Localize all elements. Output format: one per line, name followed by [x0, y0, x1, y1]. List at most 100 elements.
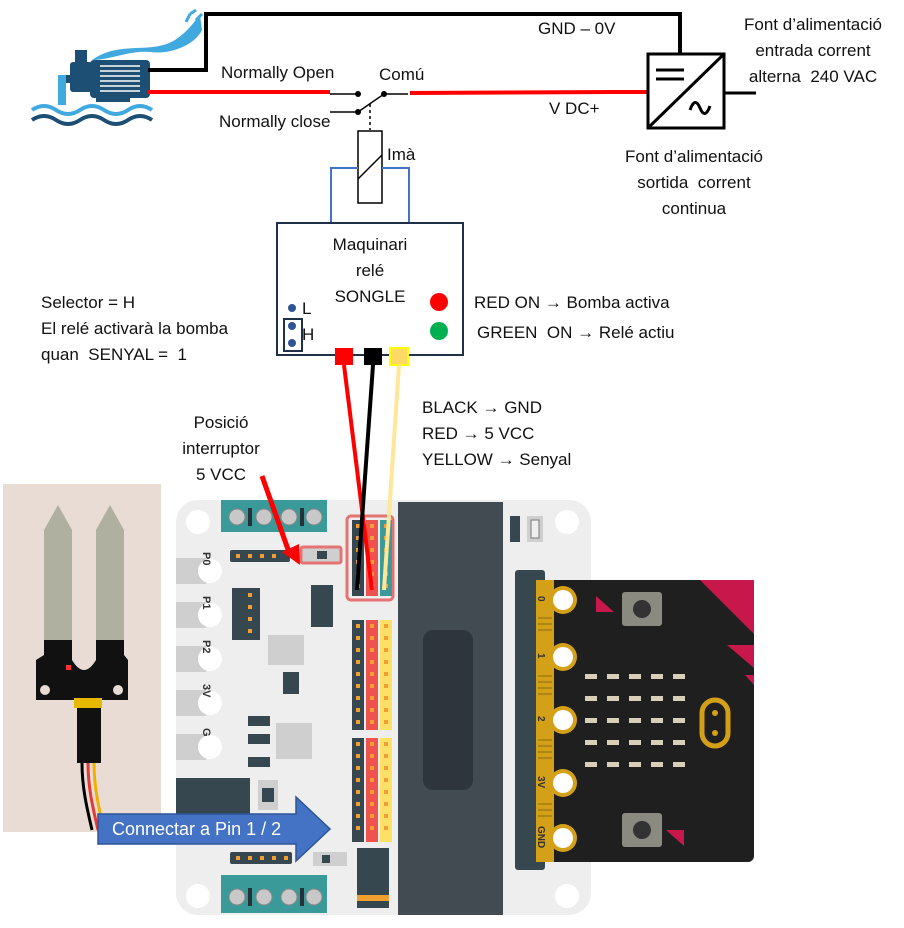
- header-pin: [384, 708, 388, 712]
- power-input-line: alterna 240 VAC: [748, 67, 878, 86]
- header-pin: [370, 766, 374, 770]
- header-pin: [356, 660, 360, 664]
- header-pin: [356, 720, 360, 724]
- header-pin: [384, 696, 388, 700]
- vdc-red-wire: [409, 90, 613, 95]
- soil-moisture-sensor-photo: [3, 484, 161, 832]
- gnd-label: GND – 0V: [538, 19, 616, 38]
- led-matrix-cell: [607, 674, 619, 679]
- header-pin: [356, 754, 360, 758]
- power-output-line: sortida corrent: [637, 173, 751, 192]
- led-matrix-cell: [607, 762, 619, 767]
- header-pin: [370, 636, 374, 640]
- header-pin: [356, 684, 360, 688]
- header-pin: [384, 672, 388, 676]
- power-input-label: Font d’alimentació entrada corrent alter…: [728, 12, 898, 90]
- selector-pin-h2: [288, 339, 296, 347]
- relay-connector-black: [364, 348, 382, 365]
- wire-red: [342, 364, 374, 591]
- relay-module-line: Maquinari: [332, 235, 408, 254]
- vdc-label: V DC+: [549, 99, 600, 118]
- led-matrix-cell: [651, 696, 663, 701]
- header-pin: [370, 826, 374, 830]
- header-pin: [370, 548, 374, 552]
- relay-module-label: Maquinari relé SONGLE: [300, 232, 440, 310]
- header-pin: [384, 766, 388, 770]
- header-pin: [356, 524, 360, 528]
- led-matrix-cell: [585, 696, 597, 701]
- microbit: [536, 580, 754, 862]
- led-matrix-cell: [585, 718, 597, 723]
- header-pin: [370, 648, 374, 652]
- header-pin: [356, 814, 360, 818]
- header-pin: [356, 802, 360, 806]
- header-pin: [356, 790, 360, 794]
- selector-note-line: Selector = H: [41, 293, 136, 312]
- header-pin: [356, 536, 360, 540]
- header-pin: [384, 524, 388, 528]
- servo-header-highlight: [345, 514, 395, 602]
- header-pin: [384, 684, 388, 688]
- led-matrix-cell: [651, 674, 663, 679]
- normally-open-label: Normally Open: [221, 63, 335, 82]
- mb-edge-label-gnd: GND: [535, 826, 546, 848]
- pin-label-p1: P1: [200, 596, 212, 609]
- led-matrix-cell: [629, 718, 641, 723]
- relay-module-line: relé: [355, 261, 385, 280]
- power-output-line: Font d’alimentació: [625, 147, 763, 166]
- header-pin: [384, 754, 388, 758]
- header-pin: [370, 754, 374, 758]
- mb-edge-label-0: 0: [535, 596, 546, 602]
- header-pin: [356, 636, 360, 640]
- header-pin: [370, 720, 374, 724]
- mb-edge-label-1: 1: [535, 653, 546, 659]
- led-matrix-cell: [585, 762, 597, 767]
- led-red: [430, 293, 448, 311]
- selector-note-line: quan SENYAL = 1: [41, 345, 188, 364]
- led-matrix-cell: [629, 762, 641, 767]
- switch-note: Posició interruptor 5 VCC: [166, 410, 276, 488]
- switch-note-line: Posició: [193, 413, 249, 432]
- selector-note-line: El relé activarà la bomba: [41, 319, 229, 338]
- power-output-label: Font d’alimentació sortida corrent conti…: [604, 144, 784, 222]
- header-pin: [356, 624, 360, 628]
- selector-high-label: H: [302, 325, 315, 344]
- header-pin: [370, 814, 374, 818]
- header-pin: [370, 536, 374, 540]
- led-matrix-cell: [673, 740, 685, 745]
- wire-black: [355, 364, 375, 591]
- relay-switch-blade: [357, 93, 385, 113]
- water-pump-icon: [30, 8, 204, 126]
- header-pin: [384, 778, 388, 782]
- mb-edge-label-3v: 3V: [535, 776, 546, 789]
- selector-note: Selector = H El relé activarà la bomba q…: [41, 290, 228, 368]
- led-matrix-cell: [629, 696, 641, 701]
- header-pin: [356, 672, 360, 676]
- led-matrix-cell: [673, 696, 685, 701]
- header-pin: [370, 802, 374, 806]
- relay-module-line: SONGLE: [334, 287, 406, 306]
- header-pin: [370, 696, 374, 700]
- common-label: Comú: [379, 65, 425, 84]
- led-matrix-cell: [651, 718, 663, 723]
- header-pin: [384, 648, 388, 652]
- header-pin: [384, 624, 388, 628]
- led-matrix-cell: [585, 740, 597, 745]
- led-matrix-cell: [629, 674, 641, 679]
- wire-yellow: [382, 364, 401, 591]
- magnet-label: Imà: [387, 145, 416, 164]
- led-legend-red: RED ON → Bomba activa: [474, 293, 670, 312]
- connect-pin-arrow: [97, 795, 332, 863]
- header-pin: [370, 708, 374, 712]
- header-pin: [356, 648, 360, 652]
- relay-connector-red: [335, 348, 353, 365]
- header-pin: [384, 826, 388, 830]
- led-green: [430, 322, 448, 340]
- header-pin: [356, 766, 360, 770]
- wire-legend-line: YELLOW → Senyal: [422, 450, 572, 469]
- selector-pin-h1: [288, 322, 296, 330]
- led-matrix-cell: [629, 740, 641, 745]
- led-matrix-cell: [673, 762, 685, 767]
- header-pin: [370, 790, 374, 794]
